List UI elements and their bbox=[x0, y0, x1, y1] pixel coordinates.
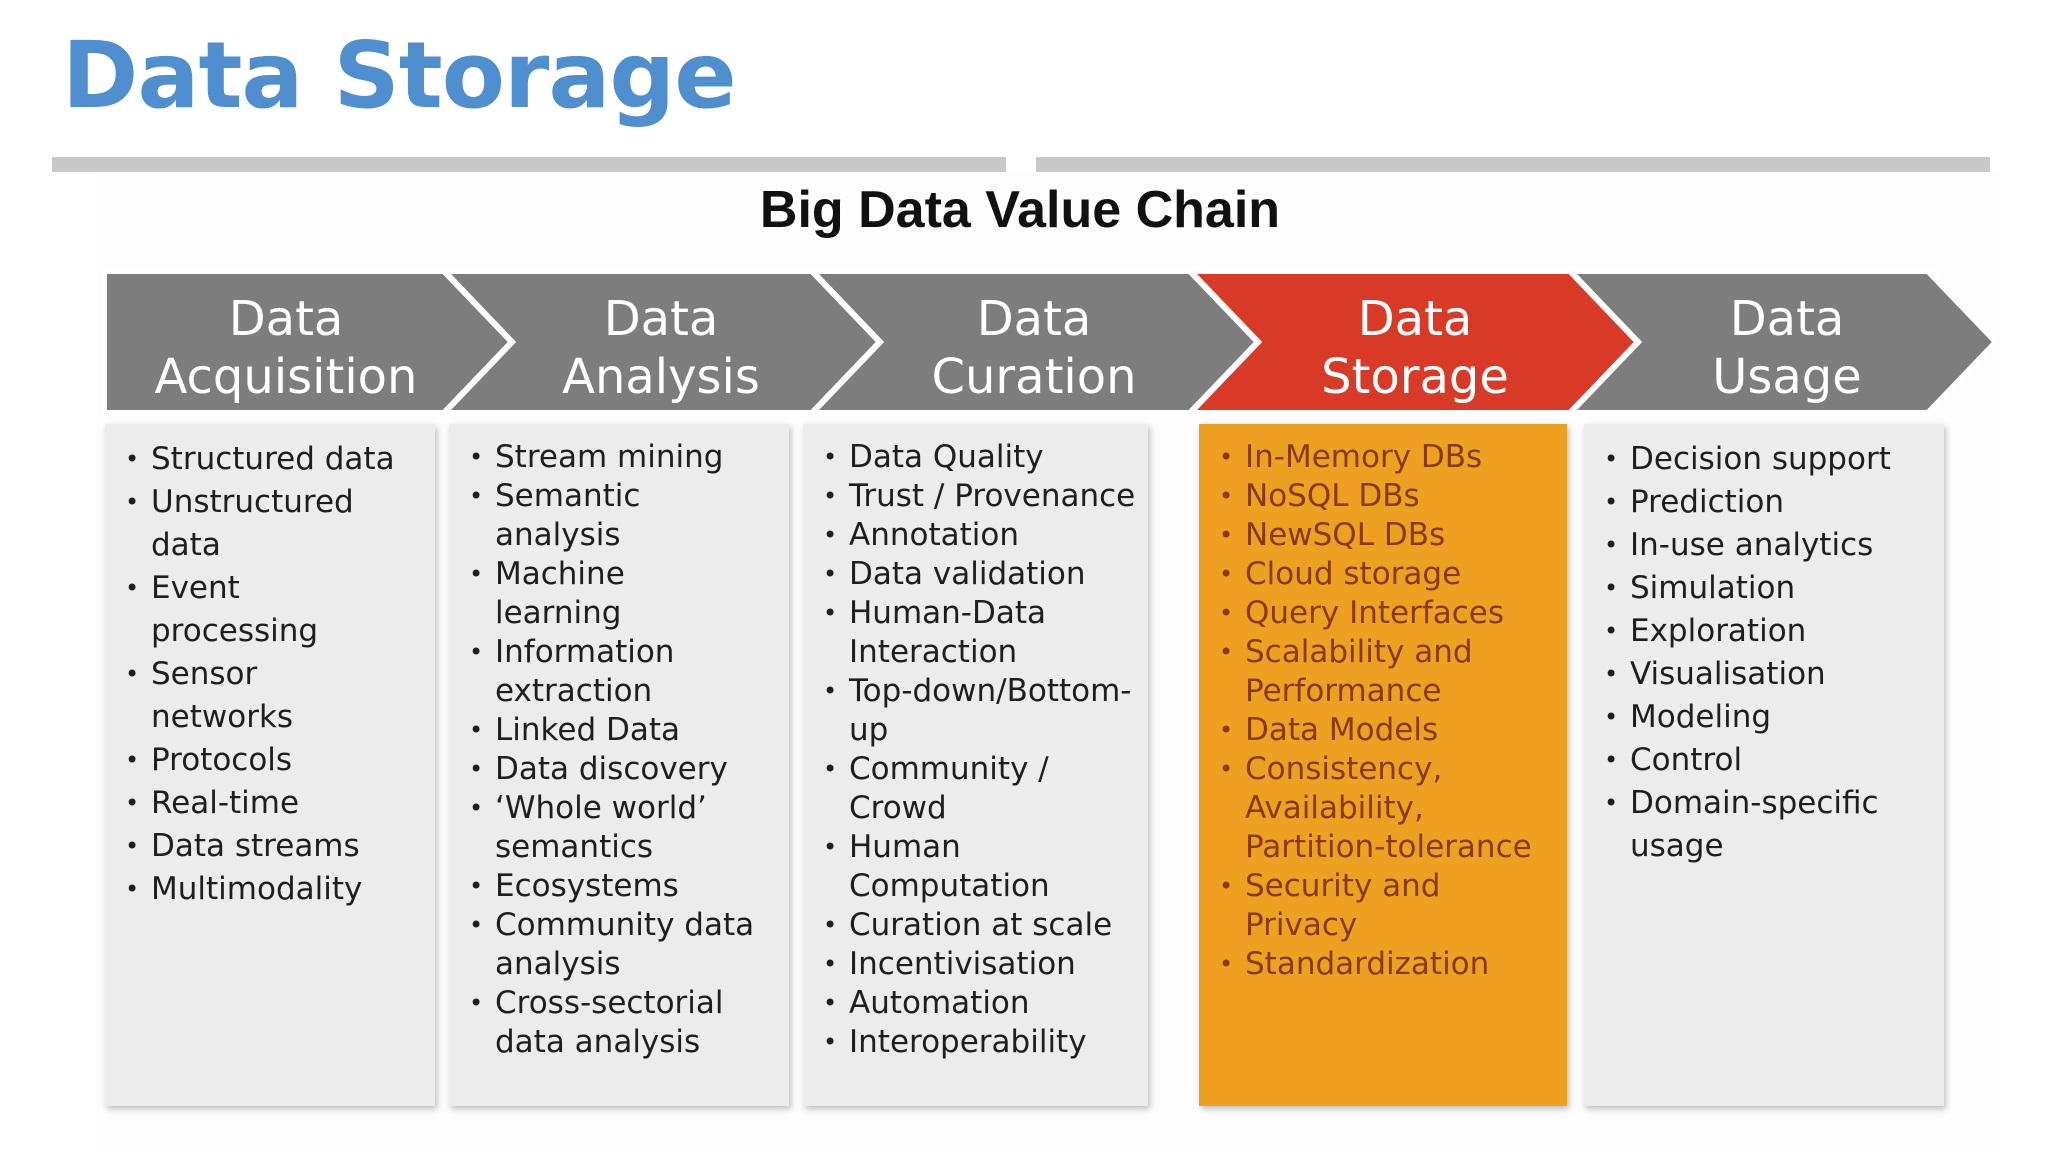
chain-title: Big Data Value Chain bbox=[759, 181, 1281, 239]
stage-label-line: Usage bbox=[1712, 349, 1862, 405]
stage-item: ‘Whole world’ bbox=[469, 789, 779, 828]
stage-item: Data discovery bbox=[469, 750, 779, 789]
stage-item: Stream mining bbox=[469, 438, 779, 477]
stage-card-storage: In-Memory DBsNoSQL DBsNewSQL DBsCloud st… bbox=[1199, 424, 1567, 1106]
stage-label-line: Data bbox=[228, 291, 344, 347]
stage-item: Sensor bbox=[125, 653, 425, 696]
stage-item: NoSQL DBs bbox=[1219, 477, 1557, 516]
stage-card-acquisition: Structured dataUnstructureddataEventproc… bbox=[105, 424, 435, 1106]
stage-item: analysis bbox=[495, 946, 621, 982]
stage-item: Decision support bbox=[1604, 438, 1934, 481]
stage-item: Data Models bbox=[1219, 711, 1557, 750]
stage-item: learning bbox=[495, 595, 622, 631]
stage-item: Control bbox=[1604, 739, 1934, 782]
stage-item: networks bbox=[151, 699, 294, 735]
stage-item: Interaction bbox=[849, 634, 1018, 670]
stage-card-curation: Data QualityTrust / ProvenanceAnnotation… bbox=[803, 424, 1148, 1106]
stage-item: Privacy bbox=[1245, 907, 1358, 943]
stage-item: Ecosystems bbox=[469, 867, 779, 906]
stage-item: Simulation bbox=[1604, 567, 1934, 610]
stage-item: Automation bbox=[823, 984, 1138, 1023]
stage-label-line: Acquisition bbox=[154, 349, 418, 405]
stage-arrow-usage bbox=[1562, 268, 2001, 416]
stage-label-line: Analysis bbox=[562, 349, 760, 405]
stage-item: Availability, bbox=[1245, 790, 1424, 826]
stage-item: Data validation bbox=[823, 555, 1138, 594]
stage-item: In-Memory DBs bbox=[1219, 438, 1557, 477]
stage-card-analysis: Stream miningSemanticanalysisMachinelear… bbox=[449, 424, 789, 1106]
stage-item: Standardization bbox=[1219, 945, 1557, 984]
title-divider-right bbox=[1036, 157, 1990, 172]
stage-item: Exploration bbox=[1604, 610, 1934, 653]
stage-item: Data Quality bbox=[823, 438, 1138, 477]
stage-item: up bbox=[849, 712, 889, 748]
stage-item: data bbox=[151, 527, 221, 563]
stage-item: Real-time bbox=[125, 782, 425, 825]
stage-item: Curation at scale bbox=[823, 906, 1138, 945]
stage-item: Visualisation bbox=[1604, 653, 1934, 696]
stage-item: Query Interfaces bbox=[1219, 594, 1557, 633]
stage-item-list: Stream miningSemanticanalysisMachinelear… bbox=[469, 438, 779, 1062]
stage-item: Security and bbox=[1219, 867, 1557, 906]
stage-label-line: Curation bbox=[931, 349, 1137, 405]
stage-item: Crowd bbox=[849, 790, 947, 826]
stage-label-curation: Data Curation bbox=[860, 282, 1208, 414]
stage-item: extraction bbox=[495, 673, 653, 709]
stage-item: Annotation bbox=[823, 516, 1138, 555]
stage-item: Partition-tolerance bbox=[1245, 829, 1532, 865]
stage-item: Semantic bbox=[469, 477, 779, 516]
stage-item: analysis bbox=[495, 517, 621, 553]
stage-item-list: Structured dataUnstructureddataEventproc… bbox=[125, 438, 425, 911]
stage-item: Event bbox=[125, 567, 425, 610]
stage-label-storage: Data Storage bbox=[1234, 282, 1596, 414]
stage-item: Data streams bbox=[125, 825, 425, 868]
title-divider-left bbox=[52, 157, 1006, 172]
stage-item-list: In-Memory DBsNoSQL DBsNewSQL DBsCloud st… bbox=[1219, 438, 1557, 984]
stage-item: Community data bbox=[469, 906, 779, 945]
stage-item: Modeling bbox=[1604, 696, 1934, 739]
stage-item: In-use analytics bbox=[1604, 524, 1934, 567]
stage-label-acquisition: Data Acquisition bbox=[104, 282, 468, 414]
stage-item: Unstructured bbox=[125, 481, 425, 524]
stage-item: Cloud storage bbox=[1219, 555, 1557, 594]
stage-label-line: Data bbox=[1729, 291, 1845, 347]
stage-item: Computation bbox=[849, 868, 1050, 904]
stage-item: Top-down/Bottom- bbox=[823, 672, 1138, 711]
stage-item: Domain-specific bbox=[1604, 782, 1934, 825]
stage-item: Trust / Provenance bbox=[823, 477, 1138, 516]
stage-item: Scalability and bbox=[1219, 633, 1557, 672]
stage-item: processing bbox=[151, 613, 319, 649]
stage-item: Information bbox=[469, 633, 779, 672]
stage-label-analysis: Data Analysis bbox=[485, 282, 837, 414]
stage-item: Multimodality bbox=[125, 868, 425, 911]
stage-item: Human bbox=[823, 828, 1138, 867]
stage-label-line: Data bbox=[976, 291, 1092, 347]
stage-card-usage: Decision supportPredictionIn-use analyti… bbox=[1584, 424, 1944, 1106]
stage-item: Structured data bbox=[125, 438, 425, 481]
stage-item: semantics bbox=[495, 829, 654, 865]
stage-label-usage: Data Usage bbox=[1606, 282, 1968, 414]
stage-item: Community / bbox=[823, 750, 1138, 789]
stage-item: Protocols bbox=[125, 739, 425, 782]
stage-item: usage bbox=[1630, 828, 1724, 864]
page-title: Data Storage bbox=[62, 22, 737, 129]
stage-item-list: Data QualityTrust / ProvenanceAnnotation… bbox=[823, 438, 1138, 1062]
stage-item: Interoperability bbox=[823, 1023, 1138, 1062]
stage-label-line: Storage bbox=[1321, 349, 1509, 405]
stage-item: Incentivisation bbox=[823, 945, 1138, 984]
stage-item: Cross-sectorial bbox=[469, 984, 779, 1023]
stage-item: Machine bbox=[469, 555, 779, 594]
stage-item: NewSQL DBs bbox=[1219, 516, 1557, 555]
stage-item: Linked Data bbox=[469, 711, 779, 750]
stage-item: Consistency, bbox=[1219, 750, 1557, 789]
stage-item: Performance bbox=[1245, 673, 1442, 709]
stage-item: Human-Data bbox=[823, 594, 1138, 633]
stage-item-list: Decision supportPredictionIn-use analyti… bbox=[1604, 438, 1934, 868]
stage-item: data analysis bbox=[495, 1024, 701, 1060]
stage-label-line: Data bbox=[1357, 291, 1473, 347]
stage-label-line: Data bbox=[603, 291, 719, 347]
stage-item: Prediction bbox=[1604, 481, 1934, 524]
